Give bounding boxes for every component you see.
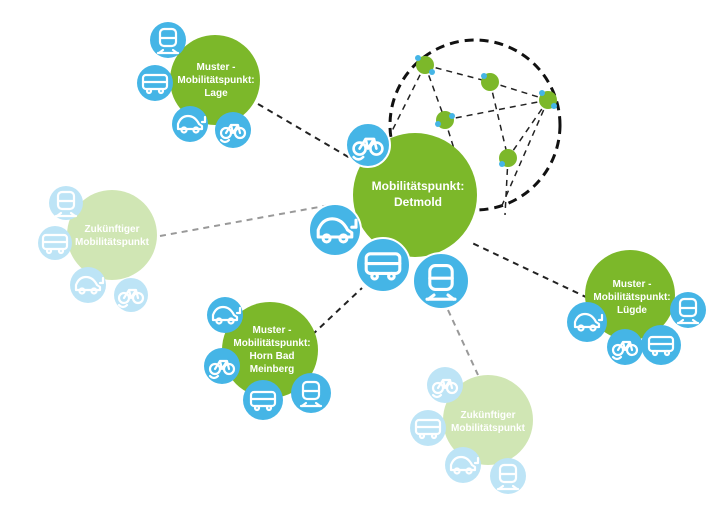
label-line: Meinberg xyxy=(250,364,294,375)
label-line: Mobilitätspunkt: xyxy=(233,338,310,349)
bike-icon xyxy=(427,367,463,403)
bike-icon xyxy=(607,329,643,365)
hub-city: Detmold xyxy=(394,195,442,209)
bike-icon xyxy=(345,122,391,168)
label-line: Mobilitätspunkt xyxy=(451,423,526,434)
label-line: Lage xyxy=(204,88,228,99)
train-icon xyxy=(150,22,186,58)
connector-horn xyxy=(311,287,363,336)
bus-icon xyxy=(137,65,173,101)
label-line: Mobilitätspunkt: xyxy=(593,292,670,303)
svg-text:Mobilitätspunkt:Detmold: Mobilitätspunkt: Detmold xyxy=(372,179,465,209)
label-line: Mobilitätspunkt xyxy=(75,237,150,248)
label-line: Zukünftiger xyxy=(85,224,140,235)
car-icon xyxy=(172,106,208,142)
train-icon xyxy=(49,186,83,220)
train-icon xyxy=(670,292,706,328)
node-luegde[interactable]: Muster - Mobilitätspunkt: Lügde xyxy=(567,250,706,365)
connector-luegde xyxy=(469,241,589,299)
car-icon xyxy=(445,447,481,483)
label-line: Zukünftiger xyxy=(461,410,516,421)
svg-text:Muster -Mobilitätspunkt:Lage: Muster - Mobilitätspunkt: Lage xyxy=(177,62,254,99)
label-line: Mobilitätspunkt: xyxy=(177,75,254,86)
bus-icon xyxy=(38,226,72,260)
bus-icon xyxy=(355,237,411,293)
car-icon xyxy=(567,302,607,342)
label-line: Lügde xyxy=(617,305,647,316)
svg-text:Muster -Mobilitätspunkt:Lügde: Muster - Mobilitätspunkt: Lügde xyxy=(593,279,670,316)
bus-icon xyxy=(641,325,681,365)
connector-future-left xyxy=(159,204,331,237)
bike-icon xyxy=(204,348,240,384)
car-icon xyxy=(308,203,362,257)
label-line: Muster - xyxy=(253,325,292,336)
bike-icon xyxy=(114,278,148,312)
connector-future-bottom xyxy=(447,309,479,376)
bus-icon xyxy=(243,380,283,420)
hub-title: Mobilitätspunkt: xyxy=(372,179,465,193)
car-icon xyxy=(207,297,243,333)
train-icon xyxy=(412,252,470,310)
label-line: Muster - xyxy=(197,62,236,73)
train-icon xyxy=(291,373,331,413)
train-icon xyxy=(490,458,526,494)
label-line: Muster - xyxy=(613,279,652,290)
car-icon xyxy=(70,267,106,303)
node-lage[interactable]: Muster - Mobilitätspunkt: Lage xyxy=(137,22,260,148)
connector-lage xyxy=(257,103,363,166)
bike-icon xyxy=(215,112,251,148)
hub-detmold[interactable]: Mobilitätspunkt: Detmold xyxy=(308,122,477,310)
network-graphic xyxy=(388,38,562,216)
label-line: Horn Bad xyxy=(250,351,295,362)
bus-icon xyxy=(410,410,446,446)
